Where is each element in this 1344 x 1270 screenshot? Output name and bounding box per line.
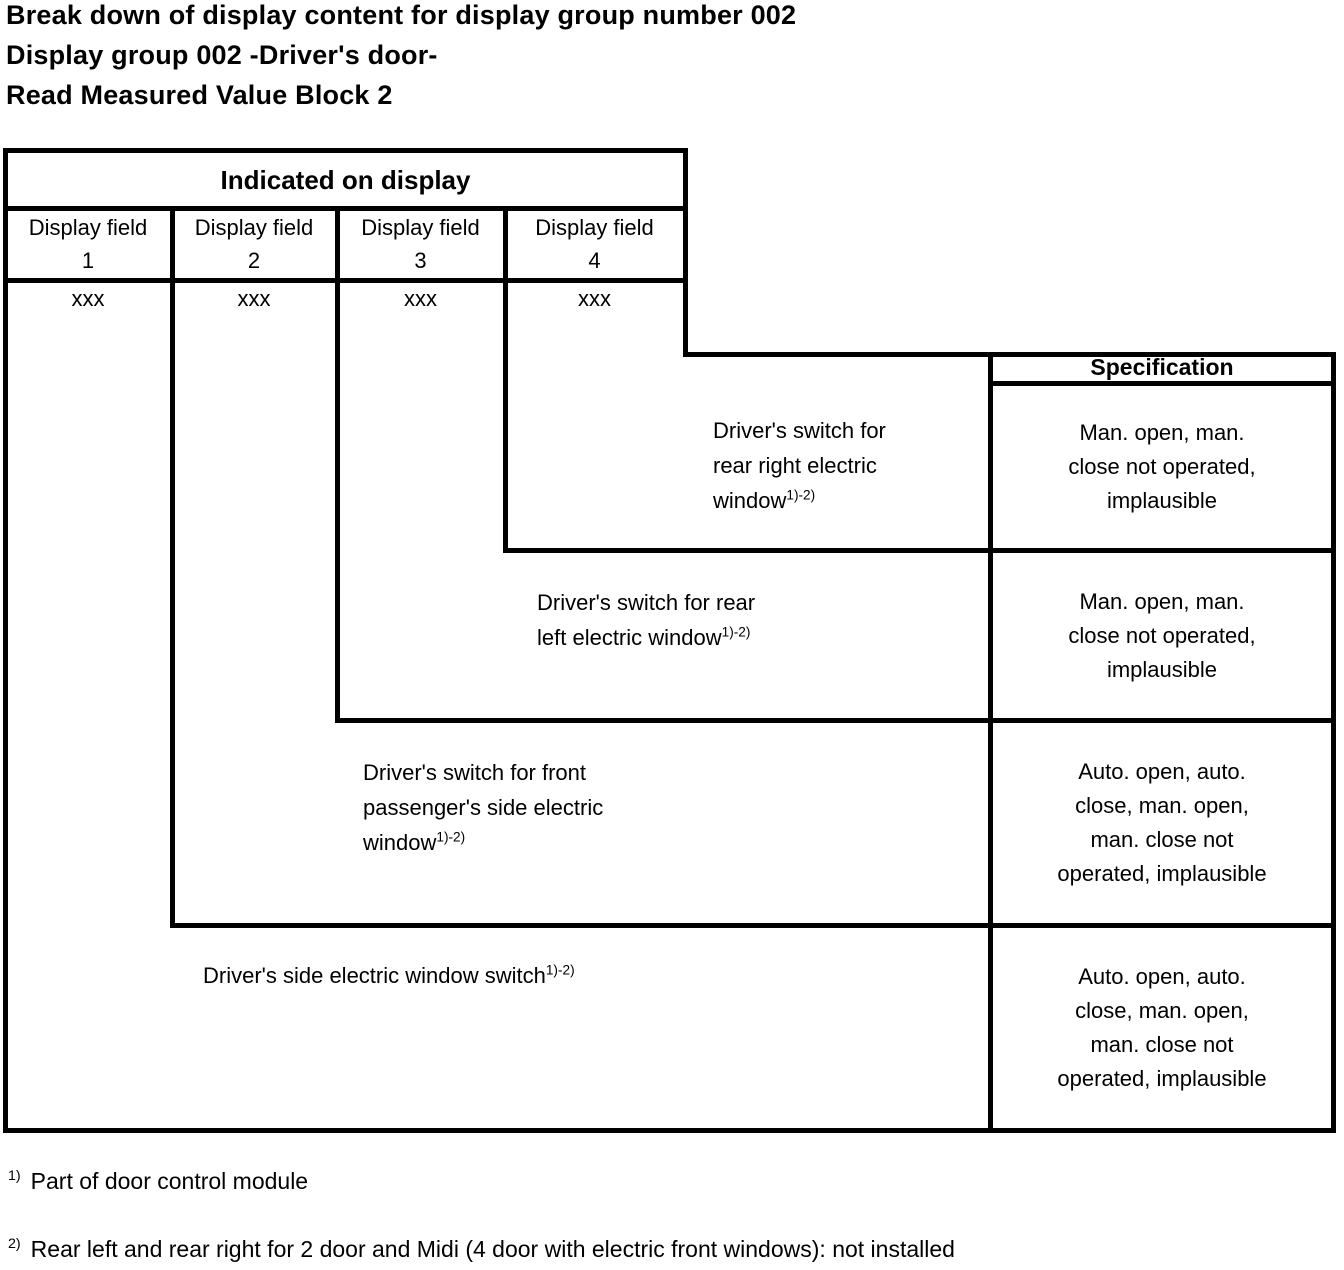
border-under-column-headers — [3, 278, 688, 283]
page-title-line-3: Read Measured Value Block 2 — [6, 80, 393, 110]
description-text: Driver's side electric window switch — [203, 963, 546, 988]
border-right-edge — [1331, 352, 1336, 1133]
column-header-display-field-2: Display field 2 — [175, 210, 333, 278]
display-field-3-value: xxx — [404, 286, 437, 311]
border-col1-col2 — [170, 206, 175, 925]
footnote-2-text: Rear left and rear right for 2 door and … — [30, 1236, 955, 1262]
column-header-number: 1 — [81, 248, 95, 273]
page-title-line-1: Break down of display content for displa… — [6, 0, 797, 30]
description-text: Driver's switch for rear right electric … — [713, 418, 886, 513]
column-header-label: Display field — [535, 215, 654, 240]
footnote-1-marker: 1) — [8, 1168, 21, 1185]
specification-text: Man. open, man. close not operated, impl… — [1068, 420, 1256, 513]
column-header-number: 4 — [588, 248, 601, 273]
specification-cell-display-field-4: Man. open, man. close not operated, impl… — [988, 386, 1336, 548]
border-under-spec-header — [988, 381, 1336, 386]
border-table-top — [3, 148, 688, 153]
row-description-display-field-1: Driver's side electric window switch1)-2… — [203, 958, 575, 993]
table-header-indicated-on-display: Indicated on display — [220, 164, 471, 195]
footnote-2: 2) Rear left and rear right for 2 door an… — [8, 1236, 955, 1263]
footnote-1-text: Part of door control module — [30, 1168, 309, 1194]
border-row3-bottom — [170, 923, 1336, 928]
border-under-indicated-header — [3, 206, 688, 211]
border-spec-top — [683, 352, 1336, 357]
border-left-edge — [3, 148, 8, 1130]
border-row1-bottom — [503, 548, 1336, 553]
border-col3-col4 — [503, 206, 508, 550]
border-bottom-edge — [3, 1128, 1336, 1133]
border-spec-left — [988, 352, 993, 1133]
column-header-label: Display field — [28, 215, 148, 240]
column-header-number: 2 — [247, 248, 261, 273]
specification-header: Specification — [1090, 353, 1234, 380]
border-table-right — [683, 148, 688, 357]
border-col2-col3 — [335, 206, 340, 720]
display-field-1-value: xxx — [71, 286, 105, 311]
description-text: Driver's switch for front passenger's si… — [363, 760, 604, 855]
footnote-1: 1) Part of door control module — [8, 1168, 308, 1195]
specification-cell-display-field-1: Auto. open, auto. close, man. open, man.… — [988, 928, 1336, 1128]
display-field-2-value: xxx — [237, 286, 271, 311]
footnote-2-marker: 2) — [8, 1236, 21, 1253]
column-header-display-field-3: Display field 3 — [340, 210, 501, 278]
footnote-reference: 1)-2) — [721, 624, 751, 640]
specification-cell-display-field-3: Man. open, man. close not operated, impl… — [988, 553, 1336, 718]
column-header-display-field-4: Display field 4 — [508, 210, 681, 278]
column-header-label: Display field — [194, 215, 314, 240]
specification-cell-display-field-2: Auto. open, auto. close, man. open, man.… — [988, 723, 1336, 923]
footnote-reference: 1)-2) — [545, 962, 575, 978]
column-header-label: Display field — [361, 215, 480, 240]
row-description-display-field-3: Driver's switch for rear left electric w… — [537, 585, 755, 655]
description-text: Driver's switch for rear left electric w… — [537, 590, 756, 650]
display-field-4-value: xxx — [578, 286, 611, 311]
specification-text: Auto. open, auto. close, man. open, man.… — [1057, 759, 1267, 886]
footnote-reference: 1)-2) — [436, 829, 466, 845]
column-header-number: 3 — [414, 248, 427, 273]
specification-text: Man. open, man. close not operated, impl… — [1068, 588, 1256, 682]
column-header-display-field-1: Display field 1 — [8, 210, 168, 278]
row-description-display-field-4: Driver's switch for rear right electric … — [713, 413, 886, 518]
specification-text: Auto. open, auto. close, man. open, man.… — [1057, 964, 1267, 1091]
border-row2-bottom — [335, 718, 1336, 723]
page-title-line-2: Display group 002 -Driver's door- — [6, 40, 438, 70]
row-description-display-field-2: Driver's switch for front passenger's si… — [363, 755, 603, 860]
footnote-reference: 1)-2) — [786, 487, 816, 503]
